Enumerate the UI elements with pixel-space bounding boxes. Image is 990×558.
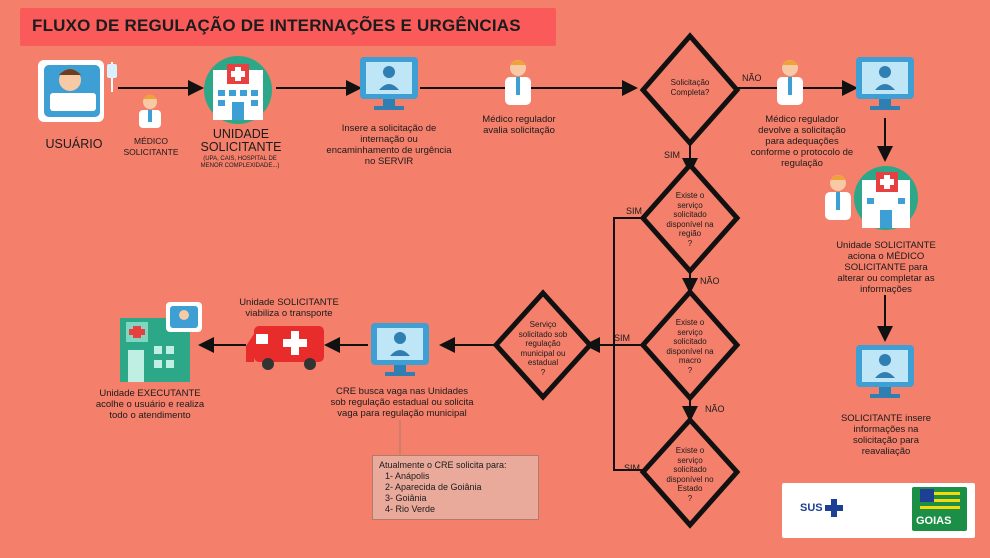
sus-cross-icon [825, 499, 843, 517]
label-unidade-transporte: Unidade SOLICITANTE viabiliza o transpor… [239, 297, 339, 319]
patient-bed-icon [38, 60, 117, 122]
note-item: 3- Goiânia [385, 493, 427, 503]
decision-text-macro: Existe o serviço solicitado disponível n… [666, 318, 714, 375]
doctor-icon [139, 94, 161, 128]
monitor-icon-cre [371, 323, 429, 376]
decision-text-regiao: Existe o serviço solicitado disponível n… [666, 191, 714, 248]
note-item: 4- Rio Verde [385, 504, 436, 514]
label-medico-regulador-devolve: Médico regulador devolve a solicitação p… [750, 114, 854, 169]
decision-text-completa: Solicitação Completa? [670, 78, 710, 97]
regulator-doctor-icon [505, 60, 531, 105]
monitor-icon-devolve [856, 57, 914, 110]
cre-note: Atualmente o CRE solicita para: 1- Anápo… [372, 455, 539, 520]
decisions [492, 32, 741, 529]
note-heading: Atualmente o CRE solicita para: [379, 460, 507, 470]
edge-nao-completa: NÃO [742, 73, 762, 83]
hospital-doctor-icon [825, 166, 918, 230]
goias-logo-text: GOIAS [916, 515, 952, 527]
ambulance-icon [246, 326, 324, 370]
decision-estado [639, 416, 741, 529]
label-medico-regulador-avalia: Médico regulador avalia solicitação [482, 114, 556, 136]
note-item: 1- Anápolis [385, 471, 430, 481]
decision-text-estado: Existe o serviço solicitado disponível n… [666, 446, 714, 503]
label-usuario: USUÁRIO [45, 137, 103, 151]
goias-flag-icon [920, 489, 960, 511]
edge-nao-regiao: NÃO [700, 276, 720, 286]
edge-sim-macro: SIM [614, 333, 631, 343]
label-medico-solicitante: MÉDICO SOLICITANTE [123, 136, 179, 157]
label-insere-solicitacao: Insere a solicitação de internação ou en… [326, 123, 452, 167]
page-title: FLUXO DE REGULAÇÃO DE INTERNAÇÕES E URGÊ… [32, 16, 521, 35]
regulator-doctor-return-icon [777, 60, 803, 105]
monitor-icon-insere [360, 57, 418, 110]
label-unidade-aciona-medico: Unidade SOLICITANTE aciona o MÉDICO SOLI… [836, 240, 936, 295]
hospital-icon [204, 56, 272, 124]
decision-solicitacao-completa [639, 32, 741, 147]
note-item: 2- Aparecida de Goiânia [385, 482, 482, 492]
label-unidade-executante: Unidade EXECUTANTE acolhe o usuário e re… [95, 388, 205, 421]
edge-sim-completa: SIM [664, 150, 681, 160]
executing-hospital-icon [120, 302, 202, 382]
label-cre-busca: CRE busca vaga nas Unidades sob regulaçã… [330, 386, 474, 419]
edge-nao-macro: NÃO [705, 404, 725, 414]
edge-sim-regiao: SIM [626, 206, 643, 216]
sus-logo: SUS [800, 502, 823, 514]
connectors [118, 80, 893, 471]
decision-macro [639, 288, 741, 402]
label-solicitante-insere: SOLICITANTE insere informações na solici… [840, 413, 932, 457]
monitor-icon-reavaliacao [856, 345, 914, 398]
label-unidade-solicitante: UNIDADE SOLICITANTE [200, 127, 282, 154]
label-unidade-solicitante-sub: (UPA, CAIS, HOSPITAL DE MENOR COMPLEXIDA… [200, 156, 280, 169]
decision-regulacao [492, 289, 594, 401]
title-banner [20, 8, 556, 46]
decision-text-regulacao: Serviço solicitado sob regulação municip… [518, 320, 568, 377]
edge-sim-estado: SIM [624, 463, 641, 473]
decision-regiao [639, 161, 741, 275]
